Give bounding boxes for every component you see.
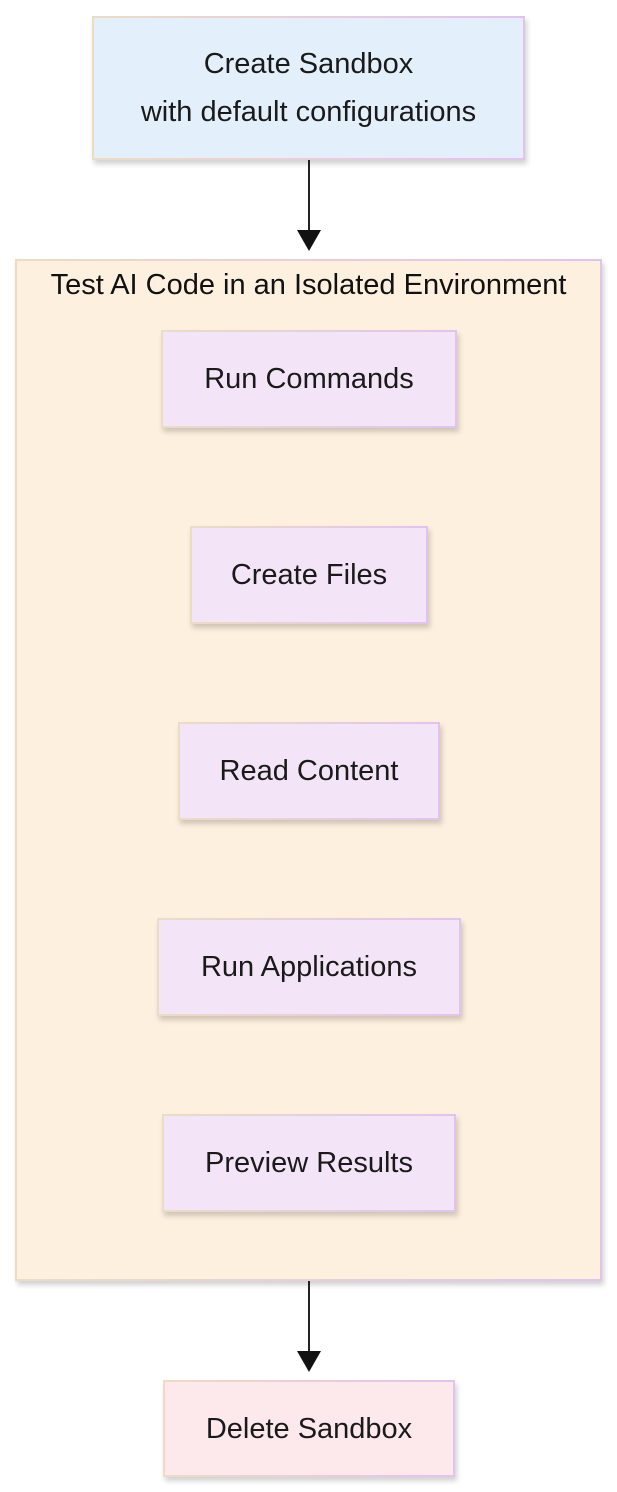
step-preview-results: Preview Results xyxy=(162,1114,456,1212)
create-sandbox-node: Create Sandbox with default configuratio… xyxy=(92,16,525,160)
create-sandbox-sublabel: with default configurations xyxy=(140,96,477,128)
group-title: Test AI Code in an Isolated Environment xyxy=(50,269,567,301)
arrow-down-icon xyxy=(297,1281,321,1372)
arrow-down-icon xyxy=(297,160,321,251)
create-sandbox-node-body: Create Sandbox with default configuratio… xyxy=(94,18,523,158)
step-run-applications: Run Applications xyxy=(157,918,461,1016)
step-run-commands: Run Commands xyxy=(161,330,457,428)
create-sandbox-label: Create Sandbox xyxy=(203,48,414,80)
step-label: Read Content xyxy=(180,724,438,818)
step-read-content: Read Content xyxy=(178,722,440,820)
step-label: Run Commands xyxy=(163,332,455,426)
delete-sandbox-node: Delete Sandbox xyxy=(163,1380,455,1477)
step-label: Preview Results xyxy=(164,1116,454,1210)
arrow-shaft xyxy=(308,160,310,232)
arrow-shaft xyxy=(308,1281,310,1353)
arrow-head xyxy=(297,230,321,251)
step-label: Create Files xyxy=(192,528,426,622)
step-label: Run Applications xyxy=(159,920,459,1014)
step-create-files: Create Files xyxy=(190,526,428,624)
arrow-head xyxy=(297,1351,321,1372)
delete-sandbox-label: Delete Sandbox xyxy=(165,1382,453,1475)
